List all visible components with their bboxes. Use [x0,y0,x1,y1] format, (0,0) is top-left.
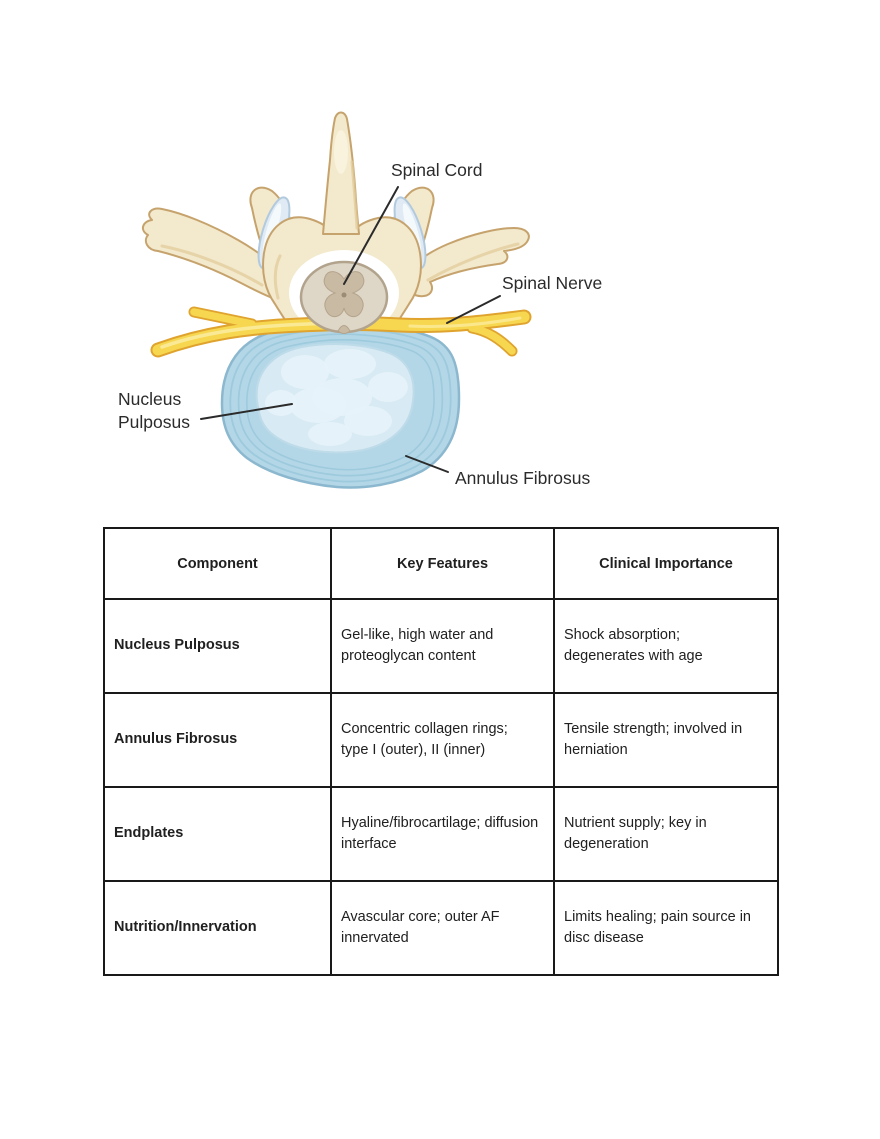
header-component: Component [103,527,332,600]
spinous-process [322,111,360,235]
table-row: Annulus Fibrosus Concentric collagen rin… [103,692,779,788]
annulus-fibrosus-leader-line [405,455,449,473]
spinal-cord-leader-line [343,186,399,285]
cell-component: Nutrition/Innervation [103,880,332,976]
cell-component: Endplates [103,786,332,882]
annulus-fibrosus-label: Annulus Fibrosus [455,468,590,488]
cell-clinical-importance: Limits healing; pain source in disc dise… [553,880,779,976]
cell-key-features: Hyaline/fibrocartilage; diffusion interf… [330,786,555,882]
table-header-row: Component Key Features Clinical Importan… [103,527,779,600]
disc-anatomy-table: Component Key Features Clinical Importan… [103,527,779,976]
table-row: Endplates Hyaline/fibrocartilage; diffus… [103,786,779,882]
nucleus-pulposus-region [255,343,415,454]
cell-component: Annulus Fibrosus [103,692,332,788]
spinal-nerve-leader-line [446,295,501,324]
vertebra-diagram: Spinal Cord Spinal Nerve Nucleus Pulposu… [118,111,602,489]
table-row: Nutrition/Innervation Avascular core; ou… [103,880,779,976]
cell-key-features: Avascular core; outer AF innervated [330,880,555,976]
cell-component: Nucleus Pulposus [103,598,332,694]
spinal-cord-label: Spinal Cord [391,160,482,180]
nucleus-pulposus-leader-line [200,403,293,420]
cell-key-features: Concentric collagen rings; type I (outer… [330,692,555,788]
header-clinical-importance: Clinical Importance [553,527,779,600]
header-key-features: Key Features [330,527,555,600]
spinal-cord-shape [299,260,389,334]
cell-clinical-importance: Nutrient supply; key in degeneration [553,786,779,882]
cell-clinical-importance: Shock absorption; degenerates with age [553,598,779,694]
nucleus-pulposus-label-line1: Nucleus [118,389,181,409]
cell-key-features: Gel-like, high water and proteoglycan co… [330,598,555,694]
cell-clinical-importance: Tensile strength; involved in herniation [553,692,779,788]
table-row: Nucleus Pulposus Gel-like, high water an… [103,598,779,694]
spinal-nerve-label: Spinal Nerve [502,273,602,293]
nucleus-pulposus-label-line2: Pulposus [118,412,190,432]
intervertebral-disc [220,321,461,489]
